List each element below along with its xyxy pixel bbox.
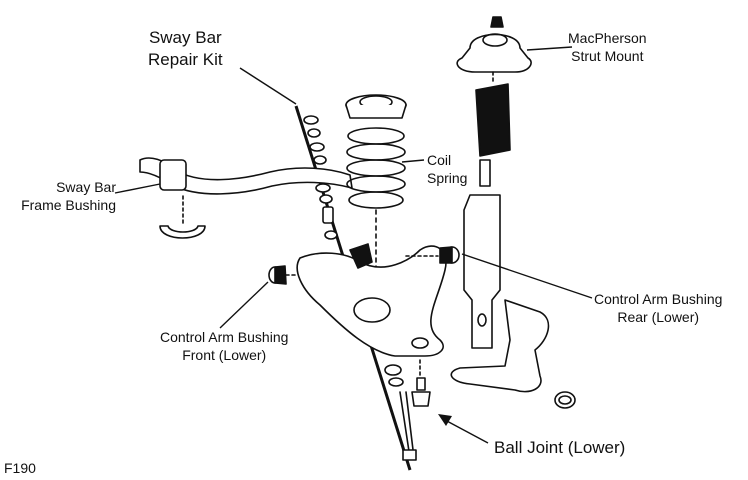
label-sway-bar-frame-bushing: Sway Bar Frame Bushing (21, 179, 116, 213)
strut-mount (456, 16, 532, 73)
leader-lines (114, 46, 593, 444)
figure-code: F190 (4, 460, 36, 476)
label-sway-bar-repair-kit: Sway Bar Repair Kit (148, 28, 223, 69)
ball-joint (411, 359, 431, 407)
label-control-arm-bushing-rear: Control Arm Bushing Rear (Lower) (594, 291, 723, 325)
control-arm-bushings (268, 246, 460, 285)
label-coil-spring: Coil Spring (427, 152, 468, 186)
steering-knuckle (450, 299, 576, 409)
label-control-arm-bushing-front: Control Arm Bushing Front (Lower) (160, 329, 289, 363)
sway-bar (139, 157, 353, 239)
label-strut-mount: MacPherson Strut Mount (568, 30, 647, 64)
strut-assembly (463, 71, 511, 349)
lower-control-arm (296, 243, 447, 357)
label-ball-joint: Ball Joint (Lower) (494, 438, 626, 457)
